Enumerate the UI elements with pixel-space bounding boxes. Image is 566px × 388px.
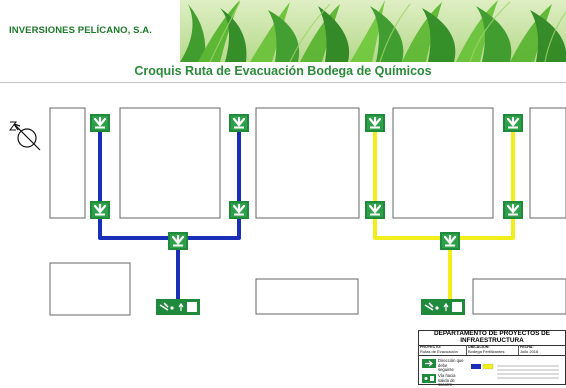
project-header: PROYECTO:: [420, 345, 442, 349]
date-value: Julio 2016: [520, 348, 539, 354]
legend-direction-text: Dirección que debe seguirse: [438, 358, 464, 373]
north-arrow-icon: [9, 121, 41, 151]
rack-4: [392, 107, 494, 219]
date-cell: FECHA: Julio 2016: [519, 345, 565, 355]
rack-1: [49, 107, 86, 219]
location-cell: UBICACIÓN: Bodega Fertilizantes: [467, 345, 519, 355]
exit-arrow-icon: [438, 230, 462, 252]
date-header: FECHA:: [520, 345, 534, 349]
floor-plan: [0, 82, 566, 385]
company-name: INVERSIONES PELÍCANO, S.A.: [9, 25, 153, 36]
page-title: Croquis Ruta de Evacuación Bodega de Quí…: [0, 64, 566, 78]
exit-arrow-icon: [88, 112, 112, 134]
exit-door-sign-icon: [420, 298, 466, 316]
department-title: DEPARTAMENTO DE PROYECTOS DE INFRAESTRUC…: [419, 330, 565, 346]
title-block-legend: Dirección que debe seguirse Vía hacia sa…: [419, 355, 565, 388]
corn-field-banner: [180, 0, 566, 62]
rack-6: [49, 262, 131, 316]
title-block: DEPARTAMENTO DE PROYECTOS DE INFRAESTRUC…: [418, 330, 566, 388]
header: INVERSIONES PELÍCANO, S.A.: [0, 0, 566, 62]
exit-arrow-icon: [501, 112, 525, 134]
exit-arrow-icon: [363, 112, 387, 134]
exit-arrow-icon: [166, 230, 190, 252]
location-header: UBICACIÓN:: [468, 345, 490, 349]
page-title-text: Croquis Ruta de Evacuación Bodega de Quí…: [134, 64, 432, 78]
title-block-info-row: PROYECTO: Rutas de Evacuación UBICACIÓN:…: [419, 345, 565, 356]
exit-arrow-icon: [501, 199, 525, 221]
exit-arrow-icon: [88, 199, 112, 221]
legend-exit-icon: [422, 374, 436, 383]
location-value: Bodega Fertilizantes: [468, 348, 505, 354]
rack-2: [119, 107, 221, 219]
rack-3: [255, 107, 360, 219]
project-value: Rutas de Evacuación: [420, 348, 458, 354]
exit-arrow-icon: [363, 199, 387, 221]
exit-arrow-icon: [227, 112, 251, 134]
project-cell: PROYECTO: Rutas de Evacuación: [419, 345, 467, 355]
rack-7: [255, 278, 359, 315]
rack-5: [529, 107, 566, 219]
legend-detail-marks: [471, 363, 559, 379]
legend-direction-icon: [422, 359, 436, 368]
exit-door-sign-icon: [155, 298, 201, 316]
rack-8: [472, 278, 566, 315]
exit-arrow-icon: [227, 199, 251, 221]
legend-exit-text: Vía hacia salida de socorro: [438, 373, 456, 388]
